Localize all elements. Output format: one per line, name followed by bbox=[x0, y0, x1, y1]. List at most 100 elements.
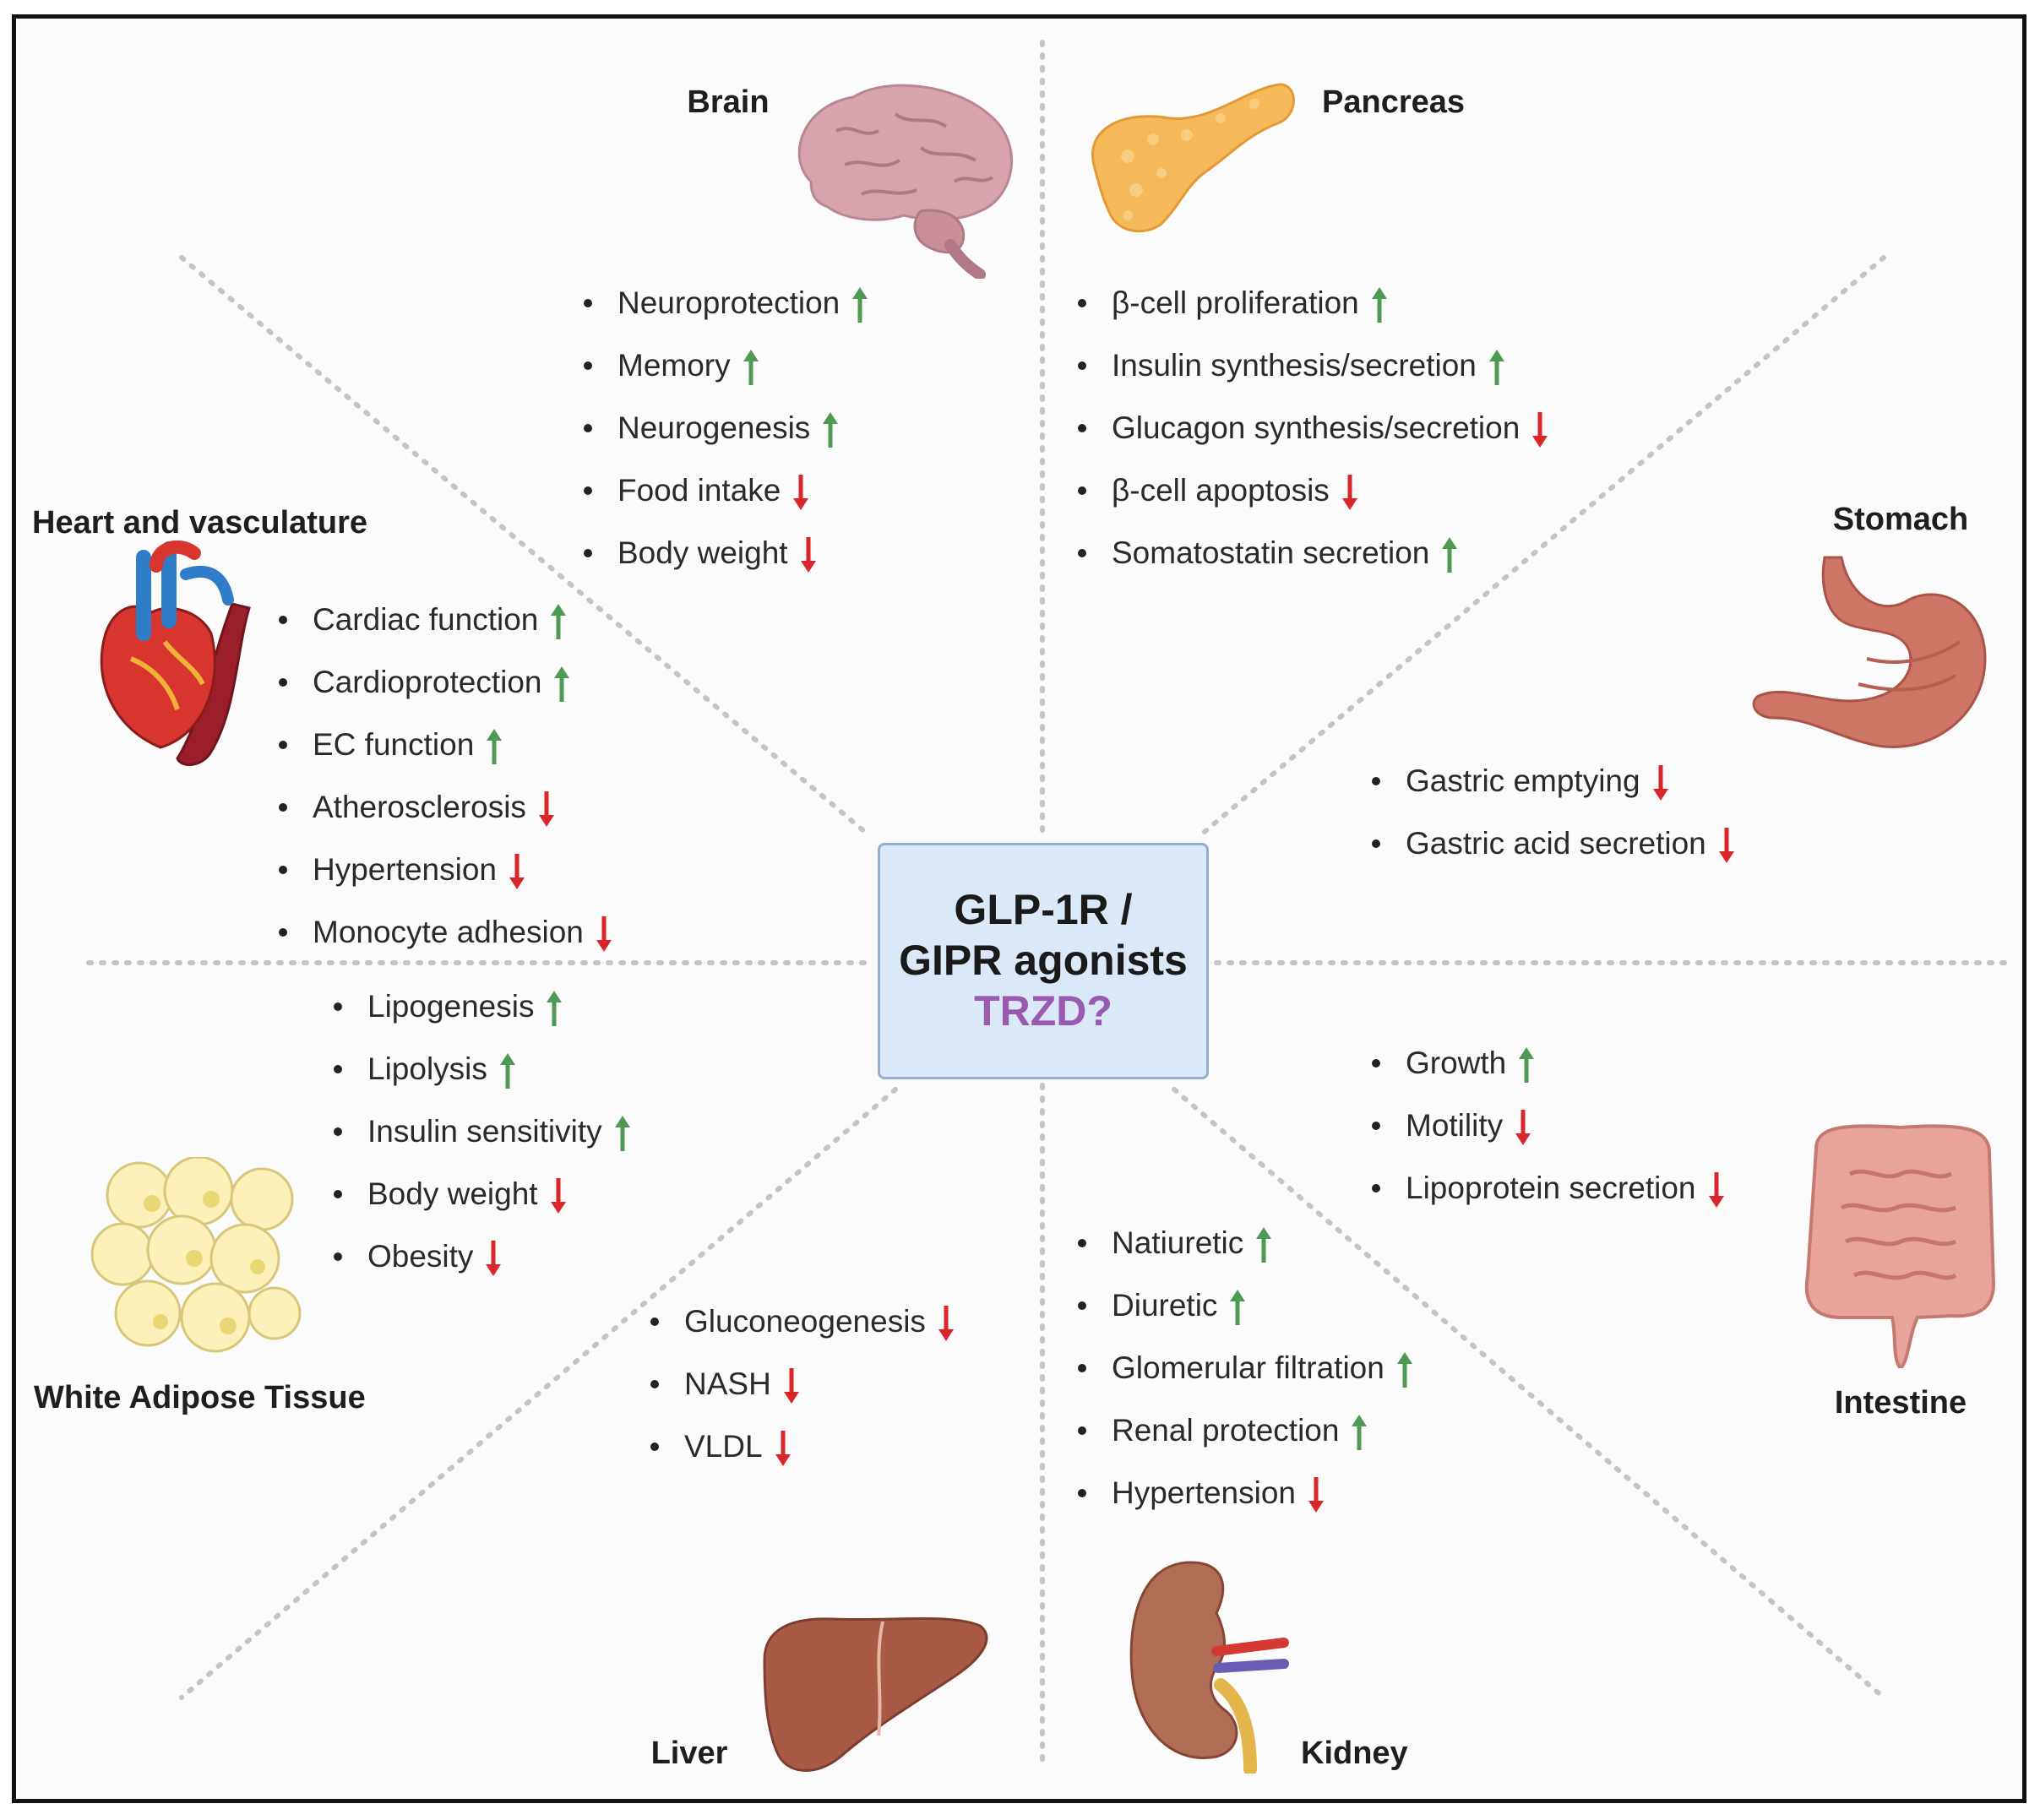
liver-effect-item: NASH bbox=[647, 1353, 955, 1415]
liver-title: Liver bbox=[650, 1736, 728, 1771]
heart-effect-label: Hypertension bbox=[313, 852, 498, 887]
increase-arrow-icon bbox=[1519, 1047, 1535, 1084]
decrease-arrow-icon bbox=[1708, 1172, 1724, 1209]
brain-effect-label: Neuroprotection bbox=[617, 285, 840, 320]
intestine-effect-label: Growth bbox=[1406, 1046, 1507, 1080]
stomach-effect-label: Gastric emptying bbox=[1406, 763, 1640, 798]
heart-effect-item: Atherosclerosis bbox=[275, 776, 612, 839]
heart-effect-item: Monocyte adhesion bbox=[275, 901, 612, 964]
kidney-effect-label: Renal protection bbox=[1112, 1413, 1340, 1448]
liver-effect-item: Gluconeogenesis bbox=[647, 1290, 955, 1353]
increase-arrow-icon bbox=[554, 666, 570, 703]
decrease-arrow-icon bbox=[538, 791, 554, 828]
decrease-arrow-icon bbox=[550, 1178, 566, 1214]
intestine-effect-item: Growth bbox=[1368, 1032, 1725, 1095]
adipose-effect-label: Body weight bbox=[367, 1176, 538, 1211]
pancreas-effect-item: β-cell proliferation bbox=[1074, 272, 1548, 334]
intestine-icon bbox=[1804, 1124, 1996, 1368]
brain-effect-item: Memory bbox=[580, 334, 868, 397]
adipose-effect-label: Lipolysis bbox=[367, 1051, 487, 1086]
decrease-arrow-icon bbox=[1652, 765, 1668, 801]
decrease-arrow-icon bbox=[486, 1241, 502, 1277]
kidney-effect-item: Diuretic bbox=[1074, 1274, 1413, 1337]
adipose-effect-item: Insulin sensitivity bbox=[330, 1100, 631, 1163]
pancreas-effect-item: Glucagon synthesis/secretion bbox=[1074, 397, 1548, 459]
adipose-effect-item: Body weight bbox=[330, 1163, 631, 1225]
adipose-title: White Adipose Tissue bbox=[34, 1380, 366, 1415]
heart-effect-item: Cardioprotection bbox=[275, 651, 612, 714]
increase-arrow-icon bbox=[1230, 1290, 1246, 1326]
decrease-arrow-icon bbox=[596, 916, 612, 953]
kidney-effect-item: Glomerular filtration bbox=[1074, 1337, 1413, 1399]
increase-arrow-icon bbox=[547, 991, 563, 1027]
increase-arrow-icon bbox=[852, 287, 868, 323]
kidney-effect-label: Glomerular filtration bbox=[1112, 1350, 1384, 1385]
liver-icon bbox=[763, 1616, 988, 1772]
increase-arrow-icon bbox=[1352, 1415, 1368, 1451]
stomach-effect-item: Gastric acid secretion bbox=[1368, 812, 1735, 875]
intestine-title: Intestine bbox=[1834, 1385, 1967, 1421]
diagonal-divider-top-right bbox=[1197, 255, 1886, 839]
diagonal-divider-bottom-right bbox=[1172, 1087, 1886, 1700]
pancreas-effect-label: Glucagon synthesis/secretion bbox=[1112, 410, 1520, 445]
heart-effect-item: Hypertension bbox=[275, 839, 612, 901]
increase-arrow-icon bbox=[1256, 1227, 1272, 1263]
kidney-effect-item: Renal protection bbox=[1074, 1399, 1413, 1462]
pancreas-title: Pancreas bbox=[1322, 84, 1466, 120]
intestine-effect-item: Lipoprotein secretion bbox=[1368, 1157, 1725, 1220]
decrease-arrow-icon bbox=[1532, 412, 1548, 448]
adipose-effect-label: Lipogenesis bbox=[367, 989, 535, 1024]
stomach-title: Stomach bbox=[1832, 502, 1969, 537]
diagonal-divider-top-left bbox=[179, 255, 873, 839]
kidney-effect-label: Diuretic bbox=[1112, 1288, 1218, 1323]
adipose-effect-item: Lipogenesis bbox=[330, 975, 631, 1038]
diagonal-divider-bottom-left bbox=[179, 1087, 898, 1700]
kidney-icon bbox=[1129, 1561, 1289, 1774]
decrease-arrow-icon bbox=[1515, 1110, 1531, 1146]
center-title-line2: GIPR agonists bbox=[899, 937, 1188, 984]
decrease-arrow-icon bbox=[509, 854, 525, 890]
adipose-effect-label: Obesity bbox=[367, 1239, 474, 1274]
heart-effect-label: Cardioprotection bbox=[313, 665, 542, 699]
heart-effect-label: EC function bbox=[313, 727, 475, 762]
decrease-arrow-icon bbox=[1718, 828, 1734, 864]
liver-effect-label: NASH bbox=[684, 1366, 771, 1401]
heart-effect-item: EC function bbox=[275, 714, 612, 776]
kidney-effect-item: Hypertension bbox=[1074, 1462, 1413, 1524]
brain-icon bbox=[797, 84, 1013, 279]
increase-arrow-icon bbox=[551, 604, 567, 640]
stomach-effect-label: Gastric acid secretion bbox=[1406, 826, 1706, 861]
heart-effect-label: Cardiac function bbox=[313, 602, 539, 637]
intestine-effect-label: Motility bbox=[1406, 1108, 1504, 1143]
heart-title: Heart and vasculature bbox=[32, 505, 368, 541]
center-title-line1: GLP-1R / bbox=[954, 886, 1133, 933]
pancreas-icon bbox=[1091, 83, 1295, 233]
pancreas-effect-item: Insulin synthesis/secretion bbox=[1074, 334, 1548, 397]
decrease-arrow-icon bbox=[938, 1306, 954, 1342]
heart-icon bbox=[100, 541, 251, 766]
decrease-arrow-icon bbox=[775, 1431, 791, 1467]
liver-effect-item: VLDL bbox=[647, 1415, 955, 1478]
pancreas-effect-item: Somatostatin secretion bbox=[1074, 522, 1548, 584]
decrease-arrow-icon bbox=[783, 1368, 799, 1404]
center-question: TRZD? bbox=[974, 987, 1112, 1035]
increase-arrow-icon bbox=[499, 1053, 515, 1089]
brain-effect-item: Neuroprotection bbox=[580, 272, 868, 334]
brain-effect-label: Food intake bbox=[617, 473, 781, 508]
kidney-effect-item: Natiuretic bbox=[1074, 1212, 1413, 1274]
increase-arrow-icon bbox=[614, 1116, 630, 1152]
decrease-arrow-icon bbox=[1341, 475, 1357, 511]
brain-effect-item: Neurogenesis bbox=[580, 397, 868, 459]
increase-arrow-icon bbox=[1442, 537, 1458, 573]
center-agonist-box: GLP-1R / GIPR agonists TRZD? bbox=[878, 843, 1209, 1079]
kidney-effect-label: Hypertension bbox=[1112, 1475, 1297, 1510]
decrease-arrow-icon bbox=[793, 475, 809, 511]
pancreas-effect-label: β-cell proliferation bbox=[1112, 285, 1359, 320]
